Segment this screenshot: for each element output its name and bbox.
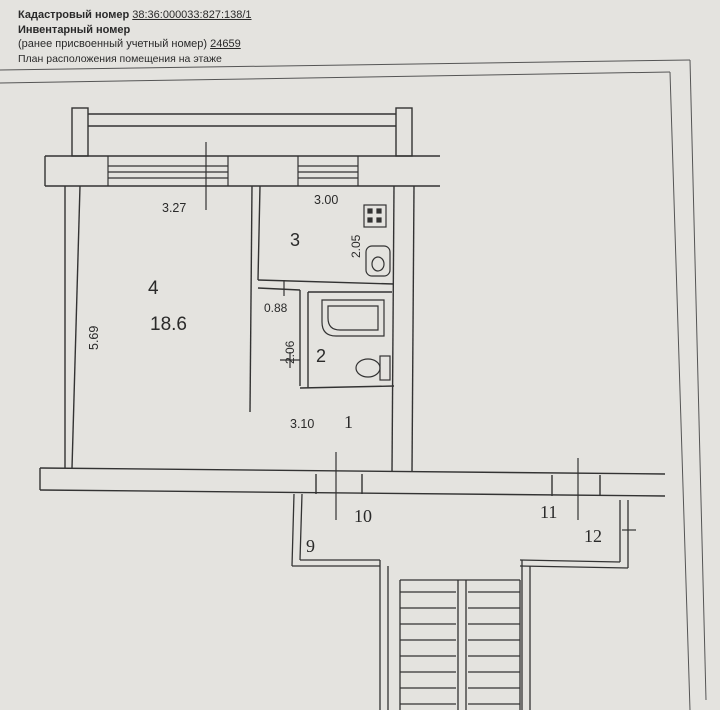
stove-burner-icon bbox=[367, 208, 373, 214]
right-wall bbox=[391, 185, 415, 473]
toilet-bowl-icon bbox=[355, 358, 381, 378]
inventory-label: Инвентарный номер bbox=[18, 23, 131, 36]
room-10-number: 10 bbox=[354, 506, 372, 526]
cadastral-line: Кадастровый номер 38:36:000033:827:138/1 bbox=[18, 8, 252, 23]
fixtures bbox=[321, 204, 391, 381]
room-4-number: 4 bbox=[148, 278, 159, 299]
partitions bbox=[249, 185, 395, 413]
toilet-tank-icon bbox=[379, 355, 391, 381]
dimension-2-06: 2.06 bbox=[283, 340, 297, 364]
room-1-number: 1 bbox=[344, 412, 353, 432]
dimension-3-00: 3.00 bbox=[314, 193, 338, 207]
stove-burner-icon bbox=[376, 217, 382, 223]
frame-lines bbox=[0, 59, 707, 710]
stove-burner-icon bbox=[376, 208, 382, 214]
windows bbox=[107, 156, 359, 186]
document-header: Кадастровый номер 38:36:000033:827:138/1… bbox=[18, 8, 252, 66]
stove-burner-icon bbox=[367, 217, 373, 223]
balcony bbox=[71, 107, 413, 157]
dimension-5-69: 5.69 bbox=[87, 326, 101, 350]
previous-number-line: (ранее присвоенный учетный номер) 24659 bbox=[18, 37, 252, 52]
stove-icon bbox=[363, 204, 387, 228]
bathtub-icon bbox=[321, 299, 385, 337]
room-11-number: 11 bbox=[540, 502, 557, 522]
plan-title: План расположения помещения на этаже bbox=[18, 52, 222, 65]
previous-number: 24659 bbox=[210, 38, 241, 50]
top-wall bbox=[44, 155, 440, 187]
landing bbox=[291, 493, 629, 569]
dimension-3-10: 3.10 bbox=[290, 417, 314, 431]
kitchen-sink-bowl-icon bbox=[371, 256, 385, 272]
bottom-wall bbox=[39, 467, 666, 497]
room-3-number: 3 bbox=[290, 230, 300, 250]
room-12-number: 12 bbox=[584, 526, 602, 546]
dimension-3-27: 3.27 bbox=[162, 201, 186, 215]
dimension-0-88: 0.88 bbox=[264, 301, 288, 315]
left-wall bbox=[64, 185, 81, 469]
cadastral-number: 38:36:000033:827:138/1 bbox=[132, 9, 252, 21]
previous-label: (ранее присвоенный учетный номер) bbox=[18, 38, 208, 50]
dimension-ticks bbox=[205, 142, 636, 531]
bathtub-inner-icon bbox=[327, 305, 379, 331]
dimension-2-05: 2.05 bbox=[349, 234, 363, 258]
staircase bbox=[379, 560, 531, 710]
room-4-area: 18.6 bbox=[150, 314, 187, 335]
room-9-number: 9 bbox=[306, 536, 315, 556]
cadastral-label: Кадастровый номер bbox=[18, 9, 130, 21]
room-2-number: 2 bbox=[316, 346, 326, 366]
kitchen-sink-icon bbox=[365, 245, 391, 277]
